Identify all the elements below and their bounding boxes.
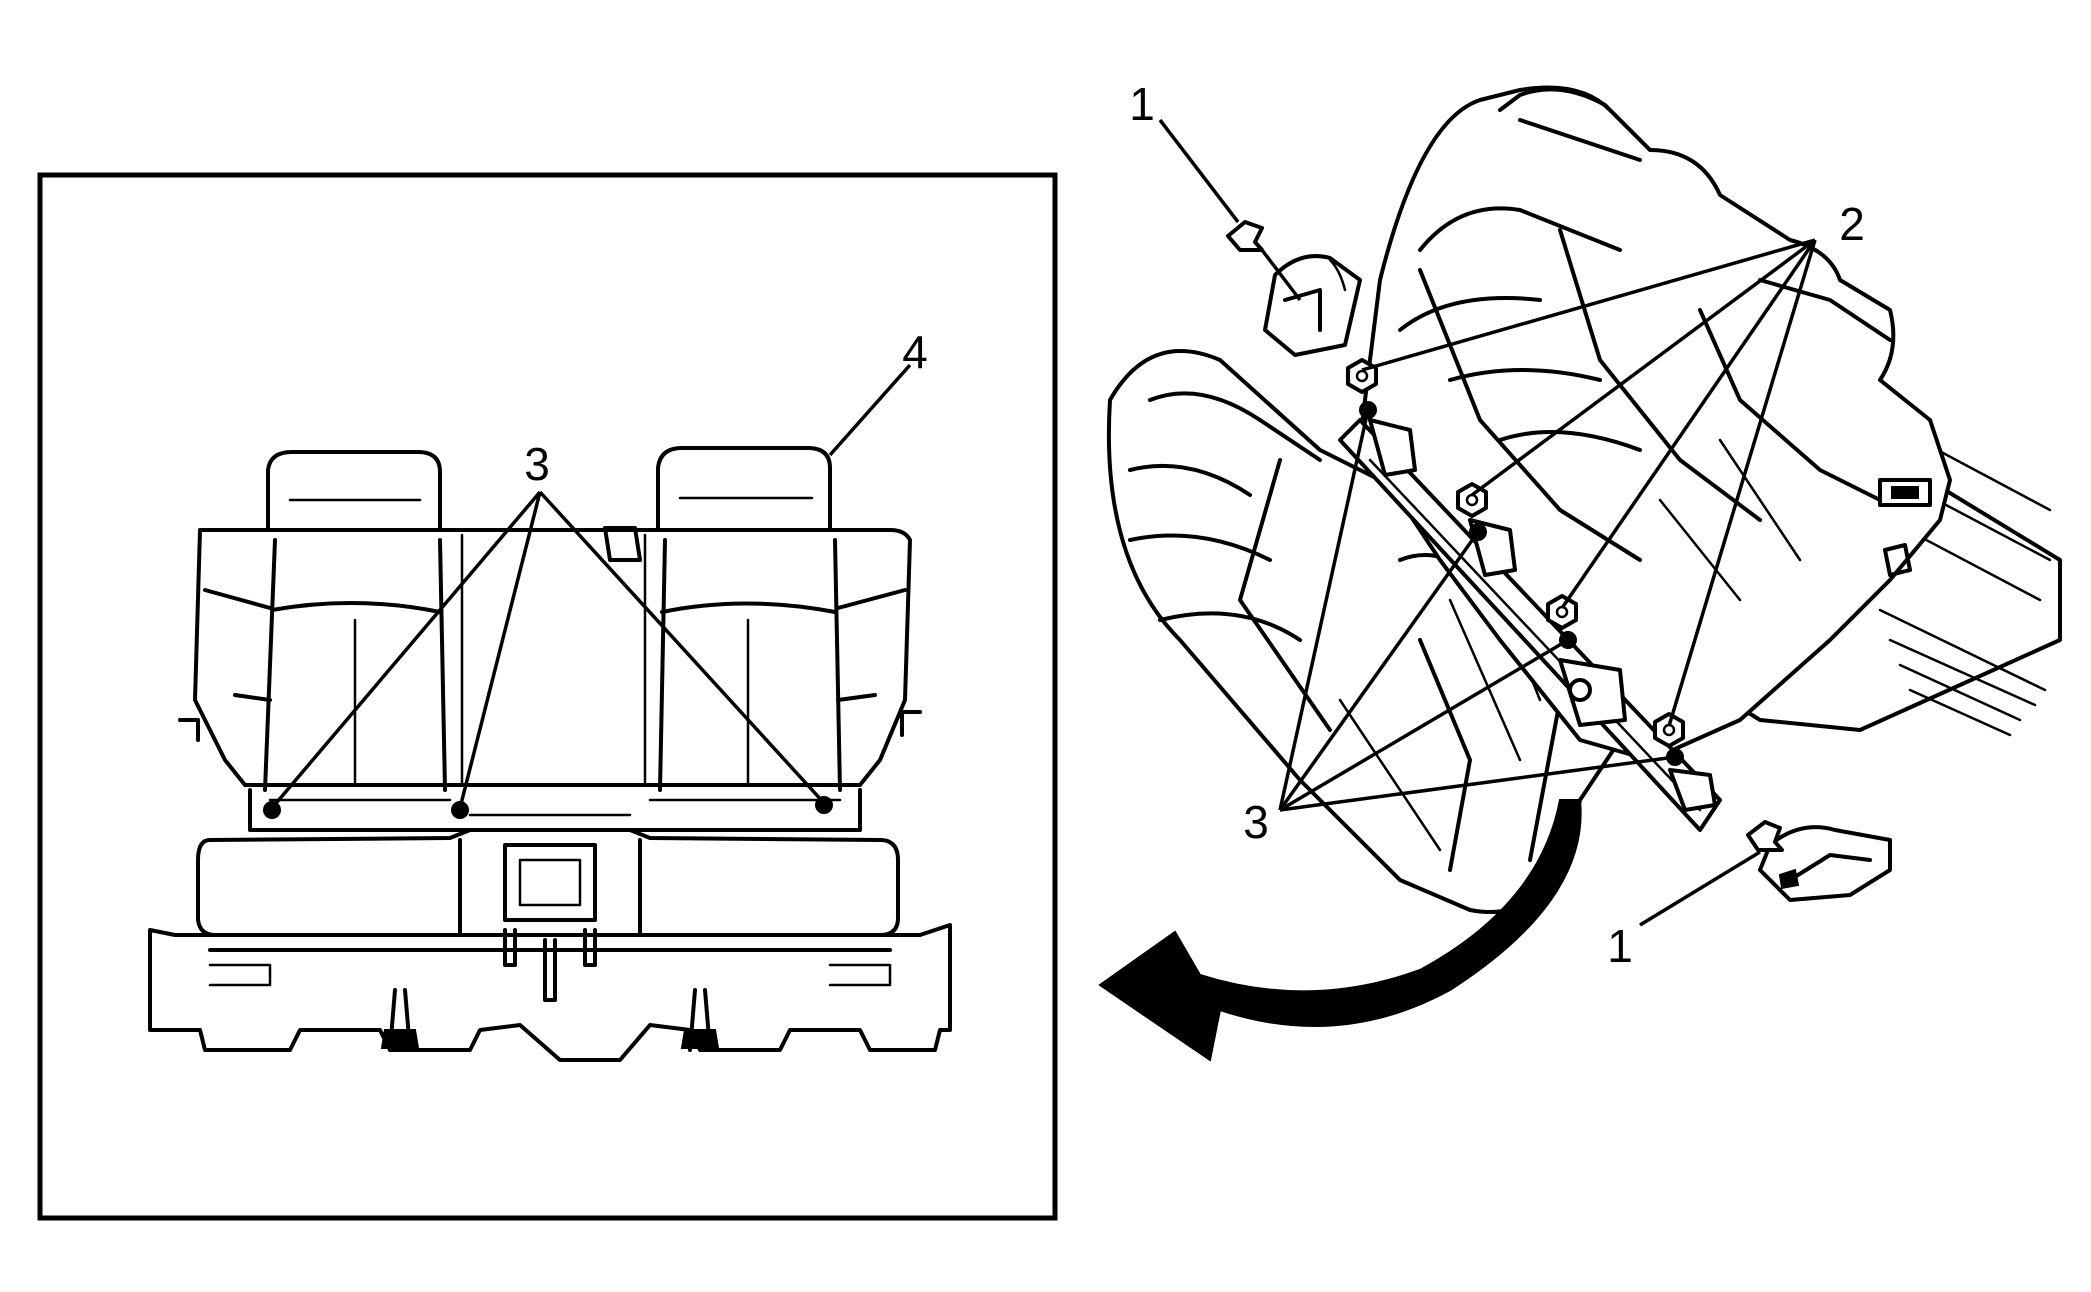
seat-cushion xyxy=(196,828,900,937)
removal-arrow xyxy=(1098,799,1582,1062)
callout-leaders-right xyxy=(1158,118,1817,927)
left-hinge-bracket xyxy=(1263,254,1362,357)
nut-1 xyxy=(1346,358,1378,394)
callout-3-left: 3 xyxy=(524,438,550,490)
seat-back xyxy=(178,526,922,792)
right-hinge-bracket xyxy=(1758,825,1892,902)
callout-1-bottom: 1 xyxy=(1607,920,1633,972)
right-headrest xyxy=(656,446,832,532)
callout-4: 4 xyxy=(902,326,928,378)
left-headrest xyxy=(266,450,442,532)
trim-clip-bottom xyxy=(1746,820,1784,852)
callout-1-top: 1 xyxy=(1129,78,1155,130)
seat-tilted-view: 1 2 3 1 xyxy=(1106,78,2062,972)
nut-3 xyxy=(1546,594,1578,630)
nut-4 xyxy=(1653,712,1685,748)
seat-base xyxy=(148,923,952,1062)
callout-3-right: 3 xyxy=(1243,796,1269,848)
callout-leaders-left xyxy=(270,363,912,810)
bolt-left xyxy=(263,801,281,819)
arrow-body xyxy=(1098,799,1582,1062)
callout-2: 2 xyxy=(1839,198,1865,250)
nut-2 xyxy=(1456,482,1488,518)
seat-rear-view-panel: 3 4 xyxy=(37,172,1058,1221)
trim-clip-top xyxy=(1226,220,1264,252)
